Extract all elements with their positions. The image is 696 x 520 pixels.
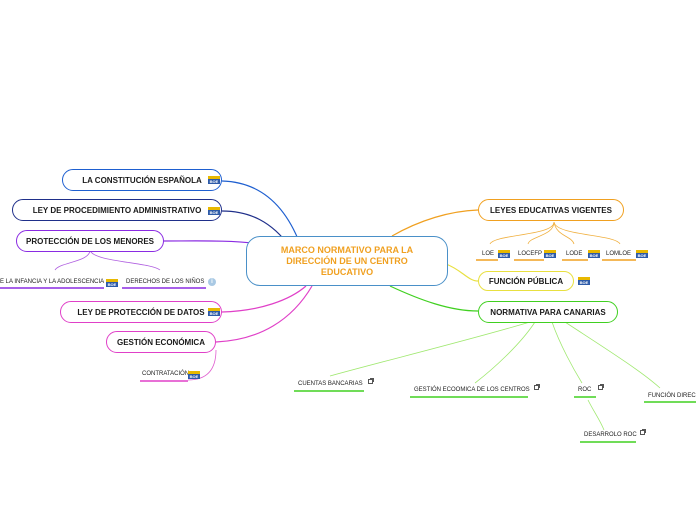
leaf-contratacion-label: CONTRATACIÓN xyxy=(142,371,190,377)
link-contratacion xyxy=(187,349,217,381)
leaf-infancia-label: E LA INFANCIA Y LA ADOLESCENCIA xyxy=(0,279,105,285)
leaf-gestion-centros-label: GESTIÓN ECOOMICA DE LOS CENTROS xyxy=(414,387,530,393)
leaf-contratacion[interactable]: CONTRATACIÓN xyxy=(142,371,189,377)
node-leyes[interactable]: LEYES EDUCATIVAS VIGENTES xyxy=(478,199,624,221)
node-funcion[interactable]: FUNCIÓN PÚBLICA xyxy=(478,271,574,291)
link-loe xyxy=(489,221,555,245)
link-constitucion xyxy=(221,180,301,245)
boe-icon[interactable]: BOE xyxy=(578,277,590,285)
link-funcion xyxy=(445,263,479,282)
link-lomloe xyxy=(553,221,621,245)
node-gestion-label: GESTIÓN ECONÓMICA xyxy=(116,337,205,347)
node-canarias[interactable]: NORMATIVA PARA CANARIAS xyxy=(478,301,618,323)
leaf-ninos-label: DERECHOS DE LOS NIÑOS xyxy=(126,279,205,285)
node-procedimiento[interactable]: LEY DE PROCEDIMIENTO ADMINISTRATIVO xyxy=(12,199,222,221)
leaf-funcion-direc-label: FUNCIÓN DIREC xyxy=(648,393,696,399)
link-canarias xyxy=(389,285,479,312)
node-procedimiento-label: LEY DE PROCEDIMIENTO ADMINISTRATIVO xyxy=(32,205,202,215)
leaf-loe-label: LOE xyxy=(482,251,495,257)
node-funcion-label: FUNCIÓN PÚBLICA xyxy=(488,276,564,286)
leaf-locfp[interactable]: LOCEFP xyxy=(518,251,542,257)
leaf-lomloe-label: LOMLOE xyxy=(606,251,632,257)
boe-icon[interactable]: BOE xyxy=(208,176,220,184)
node-constitucion[interactable]: LA CONSTITUCIÓN ESPAÑOLA xyxy=(62,169,222,191)
leaf-roc[interactable]: ROC xyxy=(578,387,591,393)
leaf-locfp-label: LOCEFP xyxy=(518,251,543,257)
boe-icon[interactable]: BOE xyxy=(106,279,118,287)
link-datos xyxy=(221,285,307,313)
leaf-desarrollo[interactable]: DESARROLO ROC xyxy=(584,432,637,438)
link-gestion-centros xyxy=(474,321,536,384)
node-constitucion-label: LA CONSTITUCIÓN ESPAÑOLA xyxy=(82,175,202,185)
leaf-lode[interactable]: LODE xyxy=(566,251,582,257)
node-menores[interactable]: PROTECCIÓN DE LOS MENORES xyxy=(16,230,164,252)
leaf-lode-label: LODE xyxy=(566,251,583,257)
leaf-desarrollo-label: DESARROLO ROC xyxy=(584,432,637,438)
info-icon[interactable]: i xyxy=(208,278,216,286)
leaf-ninos[interactable]: DERECHOS DE LOS NIÑOS xyxy=(126,279,204,285)
boe-icon[interactable]: BOE xyxy=(498,250,510,258)
boe-icon[interactable]: BOE xyxy=(208,207,220,215)
leaf-infancia[interactable]: E LA INFANCIA Y LA ADOLESCENCIA xyxy=(0,279,104,285)
leaf-gestion-centros[interactable]: GESTIÓN ECOOMICA DE LOS CENTROS xyxy=(414,387,530,393)
leaf-roc-label: ROC xyxy=(578,387,592,393)
boe-icon[interactable]: BOE xyxy=(588,250,600,258)
link-leyes xyxy=(391,209,479,237)
node-gestion[interactable]: GESTIÓN ECONÓMICA xyxy=(106,331,216,353)
link-lode xyxy=(553,221,575,245)
link-locfp xyxy=(527,221,555,245)
leaf-funcion-direc[interactable]: FUNCIÓN DIREC xyxy=(648,393,696,399)
link-infancia xyxy=(54,249,91,271)
link-gestion xyxy=(215,285,313,343)
external-link-icon[interactable] xyxy=(598,384,604,390)
node-leyes-label: LEYES EDUCATIVAS VIGENTES xyxy=(490,205,612,215)
node-datos-label: LEY DE PROTECCIÓN DE DATOS xyxy=(77,307,205,317)
external-link-icon[interactable] xyxy=(534,384,540,390)
root-label: MARCO NORMATIVO PARA LA DIRECCIÓN DE UN … xyxy=(280,244,414,277)
node-canarias-label: NORMATIVA PARA CANARIAS xyxy=(490,307,606,317)
node-datos[interactable]: LEY DE PROTECCIÓN DE DATOS xyxy=(60,301,222,323)
link-cuentas xyxy=(329,321,531,377)
link-ninos xyxy=(89,249,161,271)
boe-icon[interactable]: BOE xyxy=(544,250,556,258)
link-roc xyxy=(551,321,583,384)
leaf-cuentas[interactable]: CUENTAS BANCARIAS xyxy=(298,381,363,387)
node-menores-label: PROTECCIÓN DE LOS MENORES xyxy=(25,236,154,246)
leaf-cuentas-label: CUENTAS BANCARIAS xyxy=(298,381,363,387)
leaf-lomloe[interactable]: LOMLOE xyxy=(606,251,631,257)
link-funcion-direc xyxy=(564,321,661,389)
boe-icon[interactable]: BOE xyxy=(636,250,648,258)
link-desarrollo xyxy=(587,399,605,431)
leaf-loe[interactable]: LOE xyxy=(482,251,494,257)
external-link-icon[interactable] xyxy=(368,378,374,384)
root-node[interactable]: MARCO NORMATIVO PARA LA DIRECCIÓN DE UN … xyxy=(246,236,448,286)
boe-icon[interactable]: BOE xyxy=(188,371,200,379)
external-link-icon[interactable] xyxy=(640,429,646,435)
boe-icon[interactable]: BOE xyxy=(208,308,220,316)
